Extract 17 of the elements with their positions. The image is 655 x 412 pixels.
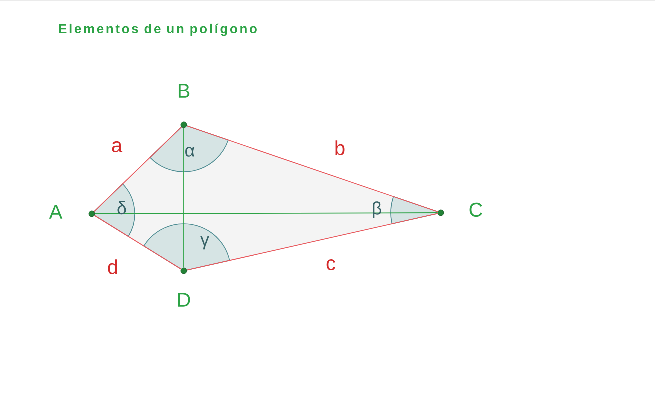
side-label: d [108,260,118,274]
side-label: c [326,260,336,270]
angle-label: α [186,147,195,157]
vertex-label: A [49,205,63,219]
vertex-label: C [470,202,482,218]
vertex-label: B [178,84,190,98]
polygon-side [94,215,182,270]
side-label: b [336,140,345,156]
title: Elementos de un polígono [59,24,257,36]
polygon-side [94,212,438,214]
angle-label: γ [200,236,210,250]
vertex-label: D [178,293,190,307]
angle-label: δ [118,201,126,215]
polygon-side [94,126,182,212]
side-label: a [112,142,123,152]
polygon-side [186,213,438,271]
polygon-side [186,126,438,212]
